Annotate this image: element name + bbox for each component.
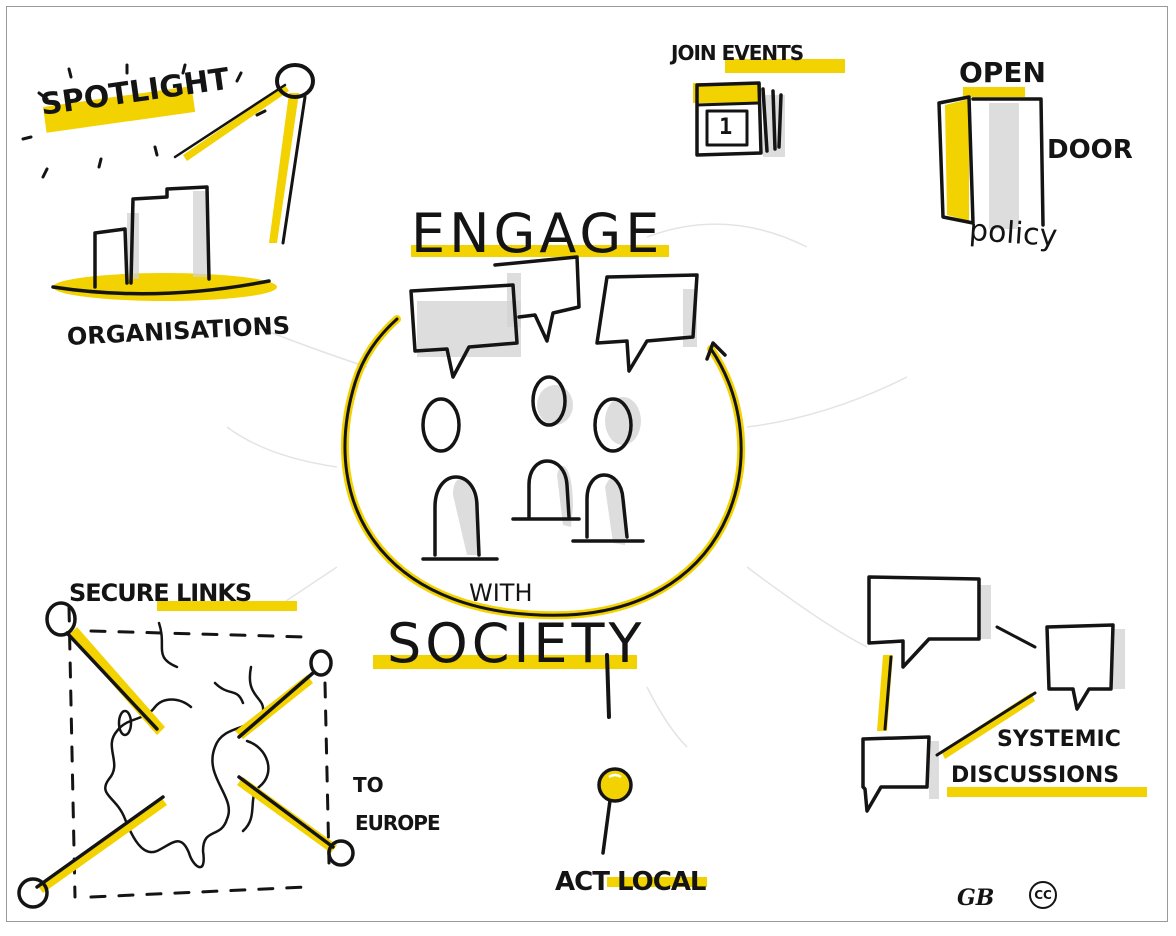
background-connectors [226, 223, 908, 748]
open-highlight [963, 87, 1025, 97]
engage-cycle-arrow-icon [340, 315, 746, 620]
secure-links-highlight [157, 601, 297, 611]
systemic-label: SYSTEMIC [997, 727, 1121, 752]
door-label: DOOR [1047, 135, 1133, 165]
author-signature: GB [957, 885, 995, 911]
with-label: WITH [469, 579, 533, 607]
spotlight-lamp-icon [21, 63, 315, 245]
open-door-icon [937, 95, 1045, 229]
speech-bubble-icon [861, 735, 931, 813]
person-icon [421, 375, 645, 561]
systemic-discussions-bubbles [861, 575, 1147, 813]
europe-label: EUROPE [355, 811, 441, 835]
speech-bubble-icon [1045, 623, 1115, 711]
sketchnote-canvas: SPOTLIGHT ORGANISATIONS JOIN EVENTS 1 OP… [6, 6, 1168, 922]
calendar-icon [693, 81, 785, 157]
spotlight-beam-highlight [269, 93, 299, 243]
society-title: SOCIETY [387, 612, 646, 675]
society-underline [373, 655, 637, 669]
spotlight-highlight [42, 86, 196, 133]
sketchnote-drawing [17, 59, 1147, 909]
europe-map-icon [17, 601, 355, 909]
open-label: OPEN [959, 56, 1046, 89]
join-events-label: JOIN EVENTS [671, 41, 804, 65]
bar-chart-icon [51, 185, 277, 301]
spotlight-head [275, 63, 315, 99]
join-events-highlight [725, 59, 845, 73]
calendar-day-label: 1 [719, 115, 733, 140]
speech-bubble-icon [409, 255, 699, 379]
creative-commons-icon: CC [1029, 881, 1057, 909]
engage-title: ENGAGE [411, 202, 664, 265]
spotlight-beam-upper [183, 85, 289, 161]
discussions-label: DISCUSSIONS [951, 763, 1120, 788]
secure-links-label: SECURE LINKS [69, 579, 252, 607]
act-local-label: ACT LOCAL [555, 867, 707, 897]
to-label: TO [353, 773, 384, 797]
speech-bubble-icon [867, 575, 981, 669]
engage-underline [411, 245, 669, 257]
spotlight-rays [21, 63, 267, 179]
policy-label: policy [967, 212, 1059, 255]
society-y-tail [605, 653, 611, 719]
location-pin-icon [597, 767, 707, 887]
